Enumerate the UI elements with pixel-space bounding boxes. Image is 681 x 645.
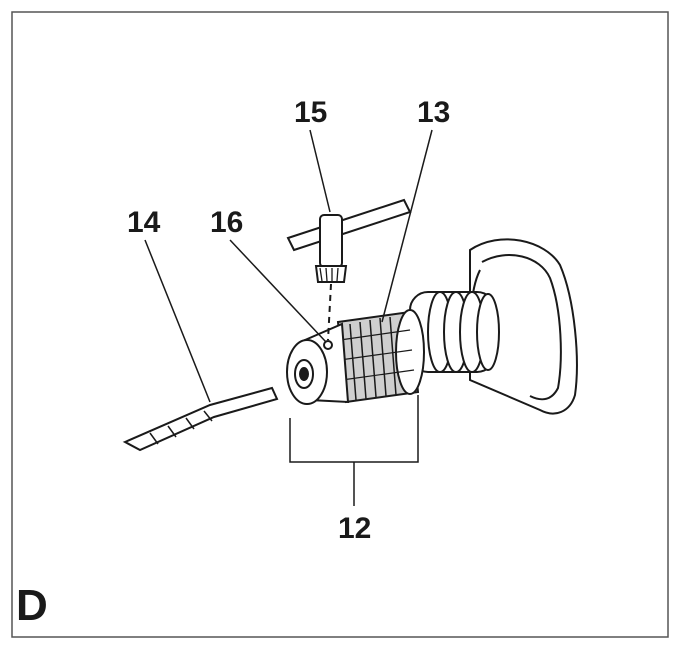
key-hole — [323, 340, 333, 350]
key-insertion-line — [327, 283, 332, 341]
chuck-key — [286, 198, 412, 283]
chuck-nose — [286, 322, 350, 405]
callout-14: 14 — [127, 206, 161, 239]
callout-15: 15 — [294, 96, 328, 129]
drill-bit — [122, 386, 279, 452]
leader-lines — [144, 129, 433, 506]
callout-13: 13 — [417, 96, 451, 129]
figure-frame — [11, 11, 669, 638]
drill-neck — [409, 291, 500, 373]
callout-16: 16 — [210, 206, 244, 239]
chuck-sleeve — [336, 309, 425, 404]
panel-letter: D — [16, 581, 48, 630]
callout-12: 12 — [338, 512, 372, 545]
